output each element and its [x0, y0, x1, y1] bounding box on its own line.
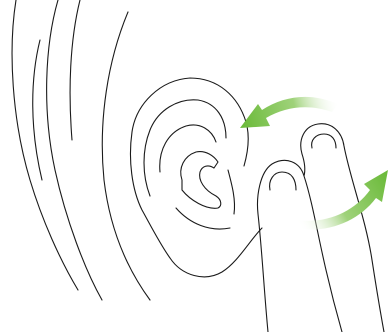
rotate-right-arrow-icon [296, 170, 388, 230]
ear-icon [130, 78, 262, 277]
hair-lines-icon [12, 0, 150, 300]
